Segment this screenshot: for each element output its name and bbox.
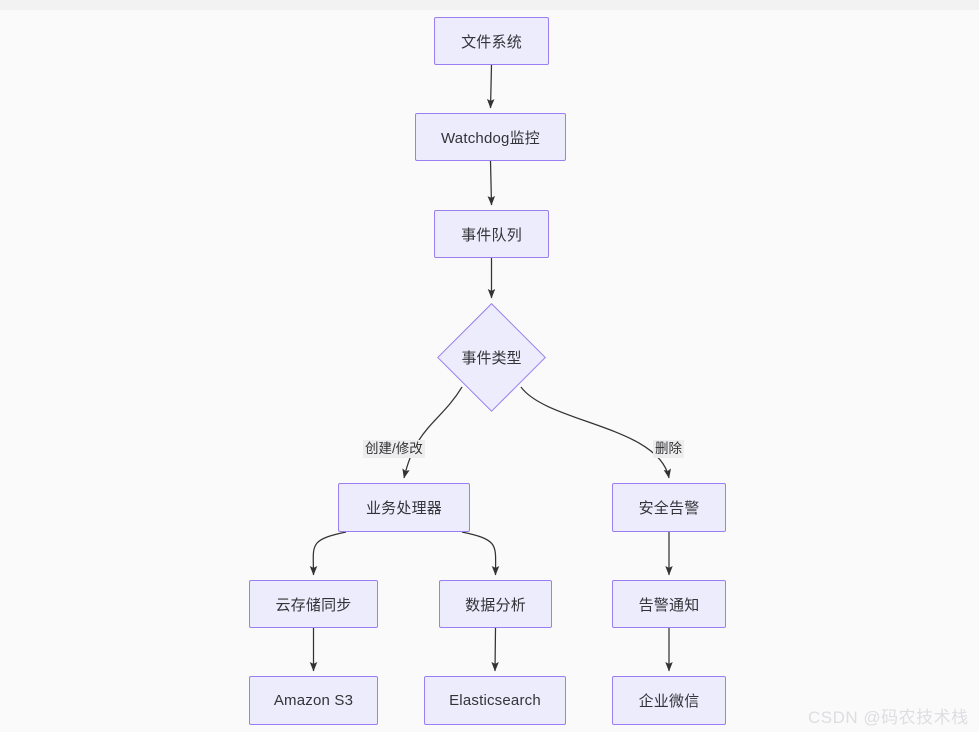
node-alert-notify[interactable]: 告警通知	[612, 580, 726, 628]
node-data-analysis[interactable]: 数据分析	[439, 580, 552, 628]
edge-label-e4: 创建/修改	[363, 440, 425, 458]
top-background-strip	[0, 0, 979, 10]
node-wecom[interactable]: 企业微信	[612, 676, 726, 725]
node-watchdog[interactable]: Watchdog监控	[415, 113, 566, 161]
node-cloud-sync[interactable]: 云存储同步	[249, 580, 378, 628]
node-label-event-type: 事件类型	[437, 303, 546, 412]
node-elasticsearch[interactable]: Elasticsearch	[424, 676, 566, 725]
node-security-alert[interactable]: 安全告警	[612, 483, 726, 532]
node-biz-processor[interactable]: 业务处理器	[338, 483, 470, 532]
node-amazon-s3[interactable]: Amazon S3	[249, 676, 378, 725]
csdn-watermark: CSDN @码农技术栈	[808, 703, 969, 728]
node-filesystem[interactable]: 文件系统	[434, 17, 549, 65]
edge-label-e5: 删除	[653, 440, 684, 458]
node-event-queue[interactable]: 事件队列	[434, 210, 549, 258]
